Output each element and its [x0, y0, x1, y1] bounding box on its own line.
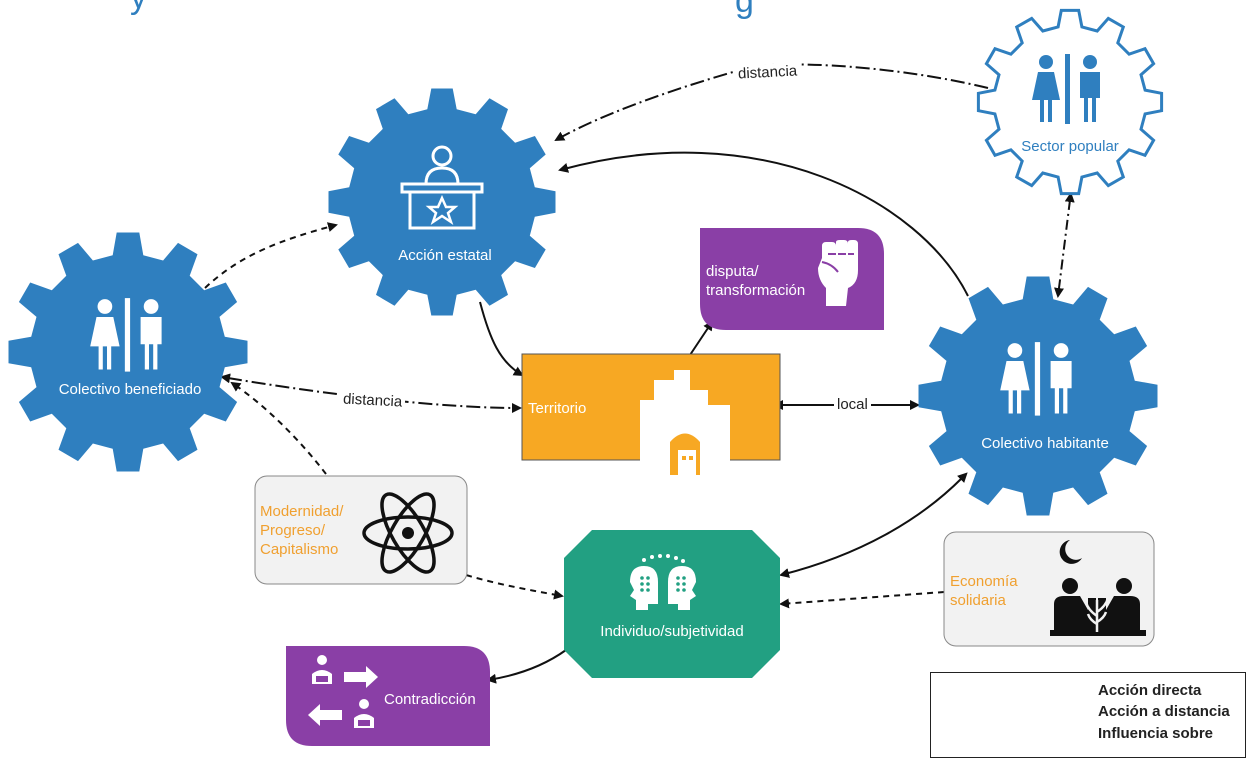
gear-accion-estatal: [328, 88, 556, 316]
atom-icon: [362, 492, 454, 574]
contradiccion-label: Contradicción: [384, 691, 476, 708]
plant-moon-icon: [1050, 540, 1146, 636]
edge-sector-habitante: [1054, 192, 1075, 298]
legend-influencia: Influencia sobre: [1098, 725, 1214, 742]
accion-estatal-label: Acción estatal: [398, 247, 492, 264]
edge-label-distancia-mid: distancia: [339, 390, 406, 412]
people-icon: [1032, 54, 1100, 124]
people-icon: [90, 298, 162, 372]
edge-economia-individuo: [779, 591, 945, 609]
disputa-label: disputa/ transformación: [706, 263, 806, 299]
svg-text:y: y: [130, 0, 147, 16]
legend: [930, 672, 1246, 758]
edge-territorio-disputa: [689, 320, 714, 356]
clipped-title: y g: [130, 0, 754, 20]
modernidad-label: Modernidad/ Progreso/ Capitalismo: [260, 503, 344, 558]
sector-popular-label: Sector popular: [1021, 138, 1119, 155]
heads-icon: [630, 554, 696, 610]
exchange-icon: [308, 655, 378, 728]
edge-accion-territorio: [479, 301, 524, 377]
individuo-label: Individuo/subjetividad: [600, 623, 744, 640]
edge-habitante-individuo: [779, 472, 968, 578]
modernidad-box: [254, 475, 468, 585]
contradiccion-box: [286, 646, 490, 746]
edge-individuo-contradiccion: [486, 649, 567, 684]
economia-label: Economía solidaria: [950, 573, 1018, 609]
colectivo-habitante-label: Colectivo habitante: [981, 435, 1109, 452]
legend-directa: Acción directa: [1098, 682, 1202, 699]
colectivo-beneficiado-label: Colectivo beneficiado: [58, 381, 202, 398]
edge-modernidad-individuo: [465, 574, 564, 600]
edge-modernidad-beneficiado: [230, 381, 327, 475]
edge-beneficiado-accion: [204, 222, 338, 289]
fist-icon: [818, 240, 858, 306]
desk-star-icon: [400, 145, 484, 230]
edge-label-local: local: [834, 396, 871, 414]
people-icon: [1000, 342, 1072, 416]
edge-label-distancia-top: distancia: [734, 62, 801, 84]
edge-habitante-accion: [558, 151, 969, 297]
city-icon: [640, 370, 730, 475]
legend-distancia: Acción a distancia: [1098, 703, 1230, 720]
territorio-label: Territorio: [528, 400, 587, 417]
svg-text:g: g: [735, 0, 754, 20]
